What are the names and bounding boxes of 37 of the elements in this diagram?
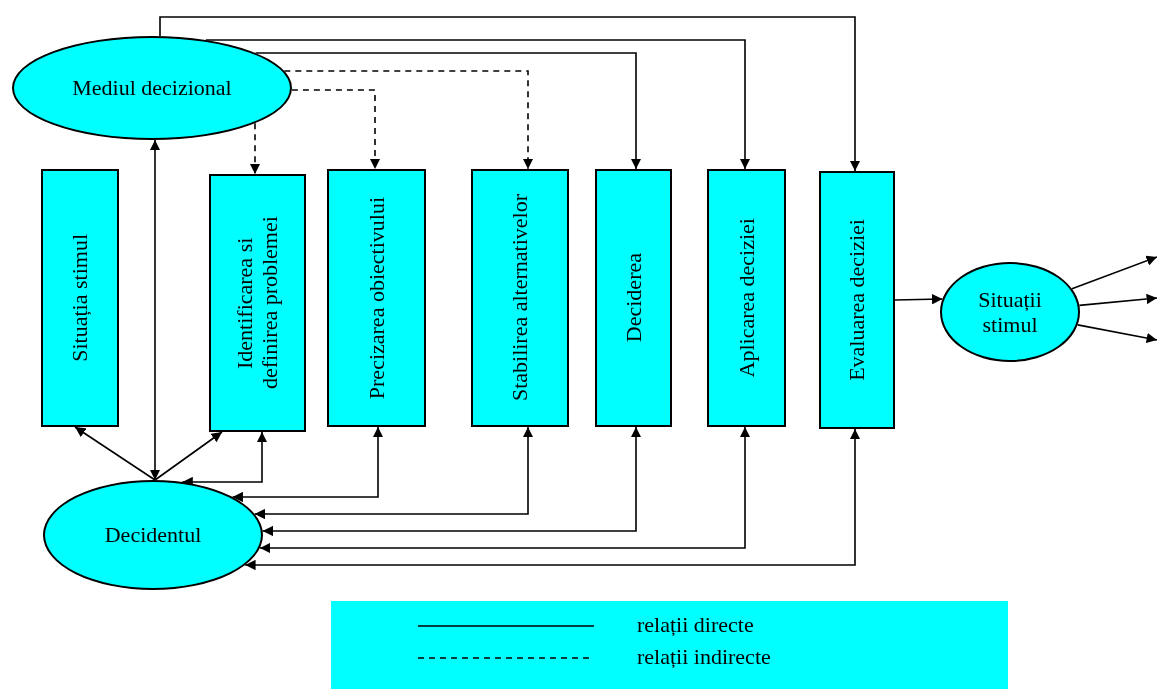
arrow [231, 426, 384, 503]
node-label: Mediul decizional [72, 75, 232, 101]
arrow [894, 294, 944, 305]
legend-label: relații directe [637, 612, 754, 638]
process-box [595, 169, 672, 427]
node-label: Situații stimul [977, 286, 1043, 338]
arrow [74, 426, 156, 481]
dashed-arrow [249, 122, 261, 175]
process-box [707, 169, 786, 427]
dashed-arrow [283, 70, 534, 170]
arrow [205, 39, 751, 170]
arrow [244, 428, 861, 571]
node-label: Identificarea si definirea problemei [232, 215, 283, 392]
arrow [1071, 255, 1157, 290]
arrow [1076, 324, 1157, 344]
process-box [471, 169, 569, 427]
node-label: Deciderea [620, 253, 647, 343]
arrow [254, 52, 642, 170]
process-box [327, 169, 426, 427]
arrow [154, 431, 223, 481]
legend-label: relații indirecte [637, 644, 771, 670]
arrow [253, 426, 534, 520]
node-label: Precizarea obiectivului [363, 196, 390, 400]
process-box [819, 171, 895, 429]
process-box [209, 174, 306, 432]
node-label: Stabilirea alternativelor [507, 194, 533, 402]
dashed-arrow [291, 89, 381, 170]
node-label: Situația stimul [67, 234, 93, 362]
node-label: Decidentul [104, 522, 202, 548]
node-label: Aplicarea deciziei [733, 218, 760, 378]
process-box [41, 169, 119, 427]
arrow [259, 426, 751, 554]
node-label: Evaluarea deciziei [844, 219, 870, 381]
arrow [149, 139, 161, 481]
arrow [159, 16, 861, 172]
arrow [1078, 293, 1157, 307]
arrow [261, 426, 642, 537]
